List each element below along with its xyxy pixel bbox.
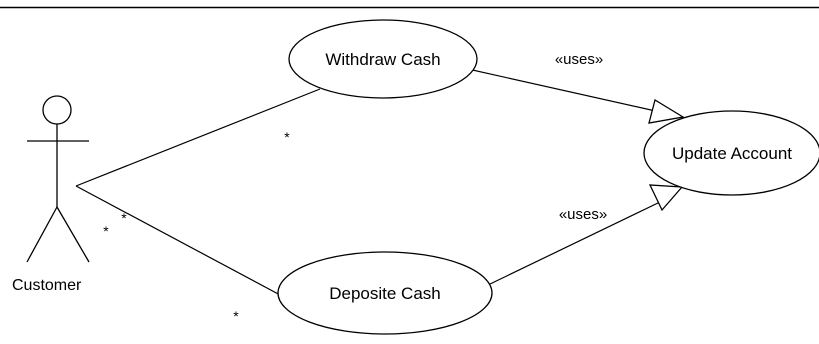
- actor-left-leg: [26, 206, 58, 263]
- actor-right-leg: [56, 206, 90, 263]
- use-case-update-ellipse: [643, 110, 819, 196]
- multiplicity-withdraw-end: *: [284, 129, 290, 145]
- multiplicity-actor-deposit-end: *: [103, 223, 109, 239]
- multiplicity-deposit-end: *: [233, 308, 239, 324]
- actor-head: [42, 95, 72, 125]
- use-case-withdraw-ellipse: [288, 19, 478, 99]
- stereotype-uses-withdraw: «uses»: [555, 51, 603, 68]
- actor-customer: [26, 95, 90, 263]
- stereotype-uses-deposit: «uses»: [559, 206, 607, 223]
- use-case-deposit-label: Deposite Cash: [329, 284, 441, 303]
- use-case-deposit-cash: Deposite Cash: [277, 251, 493, 335]
- actor-label: Customer: [12, 277, 82, 294]
- use-case-update-label: Update Account: [672, 144, 792, 163]
- dependency-arrowhead-deposit: [648, 184, 684, 212]
- dependency-arrowhead-withdraw: [648, 98, 685, 124]
- dependency-deposit-update: [487, 201, 661, 286]
- dependency-withdraw-update: [458, 66, 661, 113]
- use-case-update-account: Update Account: [643, 110, 819, 196]
- use-case-withdraw-label: Withdraw Cash: [325, 50, 440, 69]
- use-case-withdraw-cash: Withdraw Cash: [288, 19, 478, 99]
- use-case-deposit-ellipse: [277, 251, 493, 335]
- association-actor-deposit: [75, 185, 283, 297]
- multiplicity-actor-withdraw-end: *: [121, 210, 127, 226]
- association-actor-withdraw: [75, 88, 321, 187]
